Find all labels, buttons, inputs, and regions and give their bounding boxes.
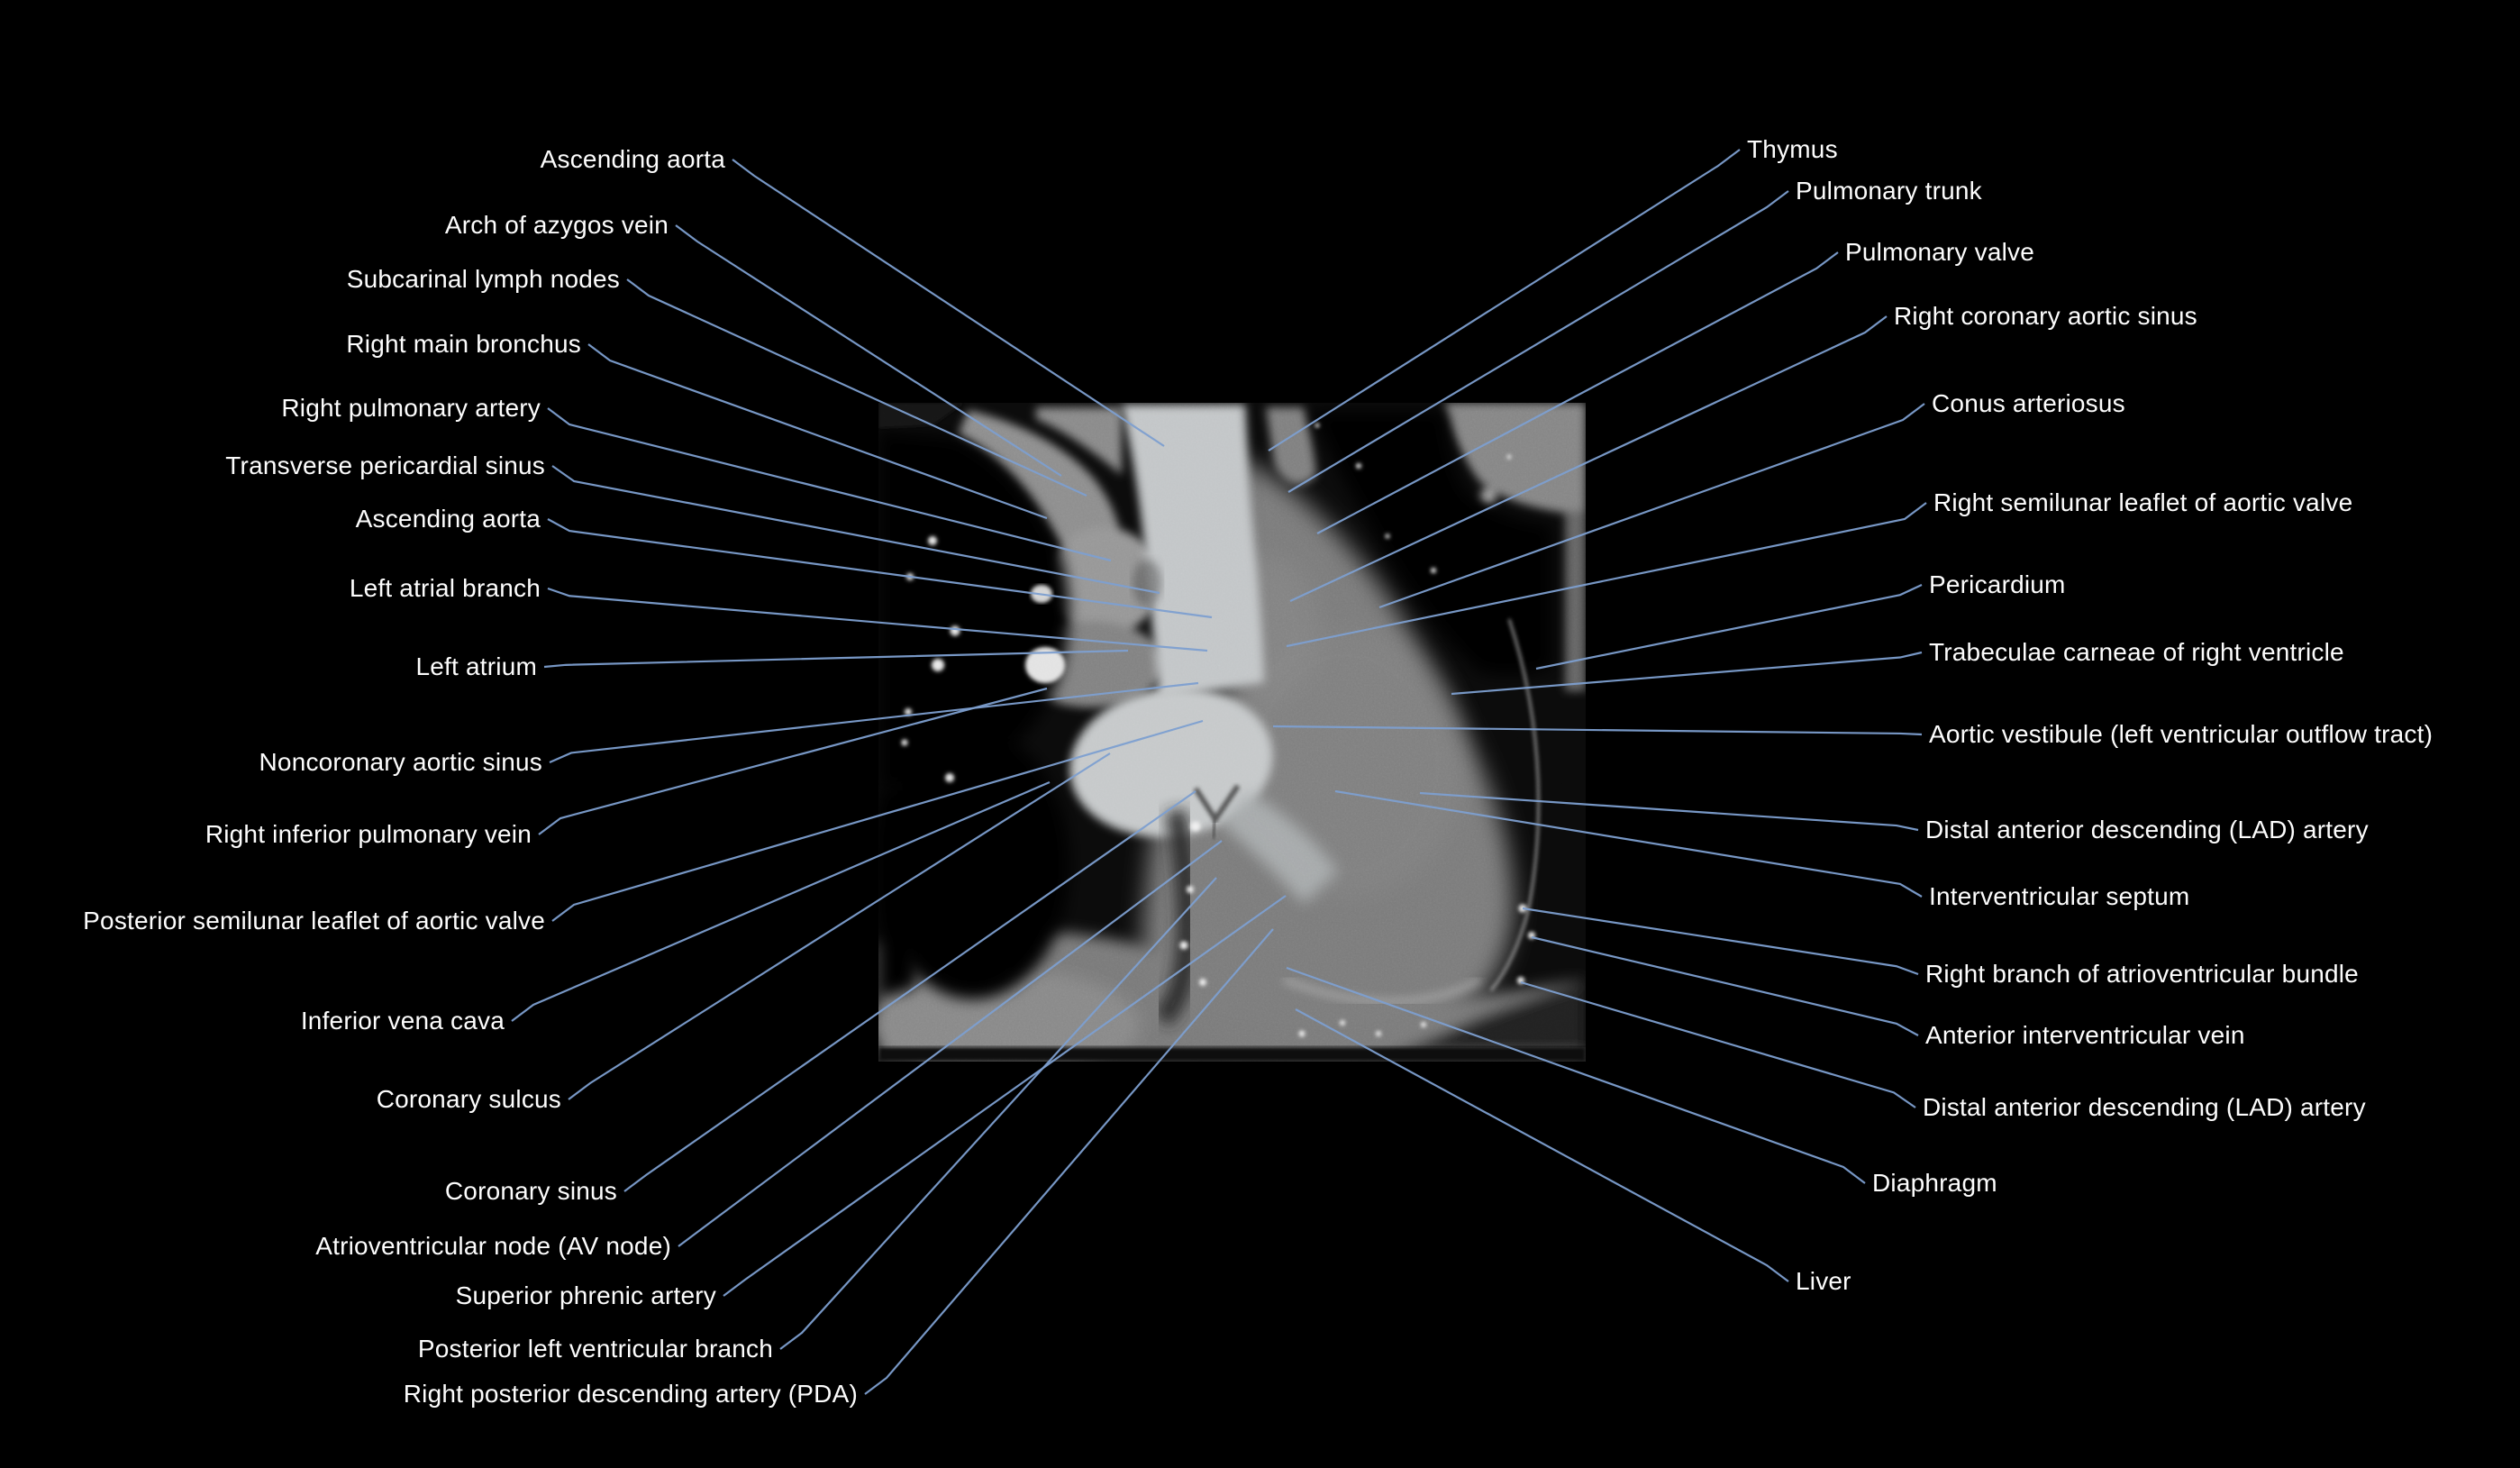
anatomy-label: Noncoronary aortic sinus bbox=[259, 747, 542, 776]
anatomy-label: Anterior interventricular vein bbox=[1925, 1020, 2245, 1049]
anatomy-label: Posterior semilunar leaflet of aortic va… bbox=[83, 906, 545, 935]
anatomy-label: Left atrium bbox=[415, 652, 537, 680]
anatomy-label: Right inferior pulmonary vein bbox=[205, 819, 532, 848]
anatomy-label: Right coronary aortic sinus bbox=[1894, 301, 2197, 330]
anatomy-label: Right pulmonary artery bbox=[281, 393, 541, 422]
anatomy-label: Pulmonary valve bbox=[1845, 237, 2034, 266]
anatomy-label: Superior phrenic artery bbox=[455, 1281, 716, 1309]
anatomy-label: Distal anterior descending (LAD) artery bbox=[1923, 1092, 2366, 1121]
anatomy-label: Posterior left ventricular branch bbox=[417, 1334, 773, 1363]
anatomy-label: Aortic vestibule (left ventricular outfl… bbox=[1929, 719, 2434, 748]
anatomy-label: Right posterior descending artery (PDA) bbox=[403, 1379, 858, 1408]
anatomy-label: Arch of azygos vein bbox=[444, 210, 669, 239]
leader-line bbox=[1531, 935, 1919, 1036]
anatomy-label: Pericardium bbox=[1929, 570, 2066, 598]
anatomy-label: Inferior vena cava bbox=[300, 1006, 505, 1035]
anatomy-label: Distal anterior descending (LAD) artery bbox=[1925, 815, 2369, 843]
anatomy-label: Ascending aorta bbox=[355, 504, 541, 533]
anatomy-label: Subcarinal lymph nodes bbox=[346, 264, 620, 293]
anatomy-label: Right main bronchus bbox=[346, 329, 581, 358]
anatomy-label: Atrioventricular node (AV node) bbox=[315, 1231, 671, 1260]
anatomy-label: Left atrial branch bbox=[349, 573, 541, 602]
ct-noise-overlay bbox=[878, 403, 1586, 1062]
anatomy-label: Right semilunar leaflet of aortic valve bbox=[1933, 488, 2353, 516]
anatomy-label: Ascending aorta bbox=[540, 144, 725, 173]
anatomy-label: Conus arteriosus bbox=[1932, 388, 2125, 417]
anatomy-label: Coronary sinus bbox=[444, 1176, 617, 1205]
anatomy-label: Interventricular septum bbox=[1929, 881, 2190, 910]
anatomy-label: Thymus bbox=[1747, 134, 1838, 163]
anatomy-label: Right branch of atrioventricular bundle bbox=[1925, 959, 2359, 988]
anatomy-label: Liver bbox=[1796, 1266, 1851, 1295]
anatomy-label: Coronary sulcus bbox=[376, 1084, 561, 1113]
ct-scan-image bbox=[878, 403, 1586, 1062]
anatomy-label: Pulmonary trunk bbox=[1796, 176, 1982, 205]
leader-line bbox=[1535, 584, 1923, 670]
ct-scan-svg bbox=[878, 403, 1586, 1062]
anatomy-label: Transverse pericardial sinus bbox=[225, 451, 545, 479]
anatomy-label: Diaphragm bbox=[1872, 1168, 1997, 1197]
anatomy-label: Trabeculae carneae of right ventricle bbox=[1929, 637, 2344, 666]
